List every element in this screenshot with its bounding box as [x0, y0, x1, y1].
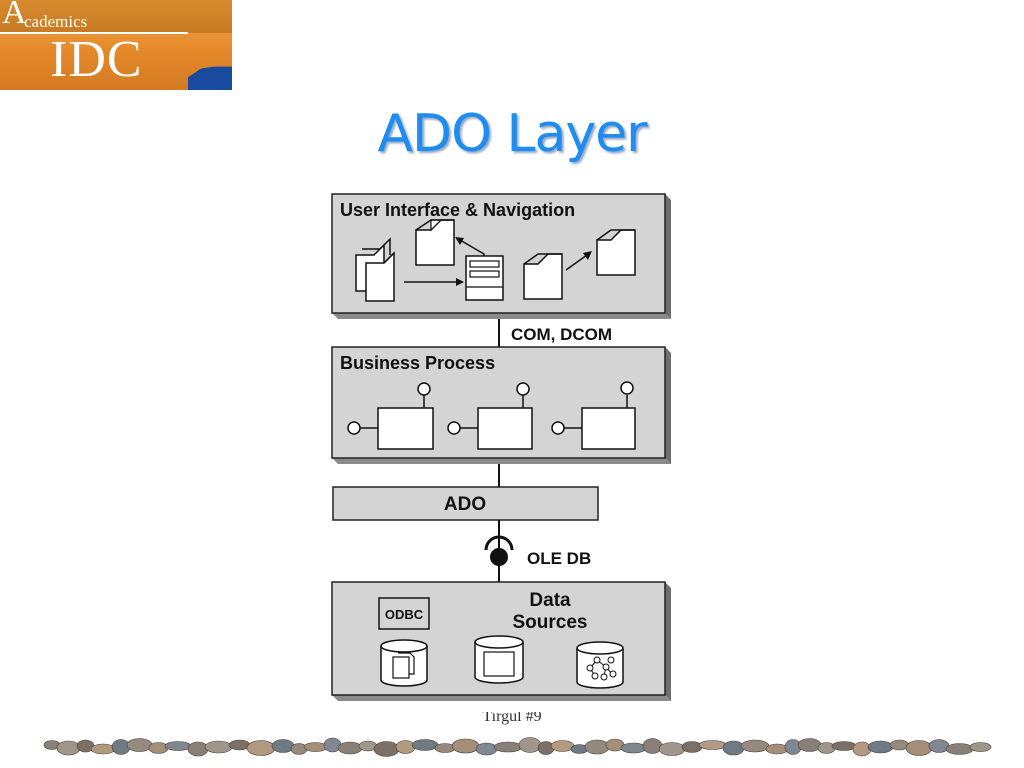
pebble — [817, 742, 836, 754]
oledb-connector — [484, 520, 514, 582]
pebble — [493, 741, 523, 753]
data-sources-label-line1: Data — [529, 590, 571, 611]
pebble — [797, 738, 822, 752]
pebble — [681, 741, 703, 753]
pebble — [373, 741, 400, 757]
pebble — [246, 740, 276, 756]
pebble — [303, 742, 328, 752]
logo-ribbon — [0, 0, 232, 33]
pebble — [969, 742, 992, 752]
document-icon — [415, 219, 455, 266]
pebble — [550, 740, 575, 752]
pebble — [337, 741, 363, 755]
pebble — [658, 742, 686, 756]
arrow-document-to-document — [565, 251, 592, 271]
odbc-box: ODBC — [378, 597, 430, 630]
component-icon-1 — [347, 382, 434, 450]
logo-big-text: IDC — [50, 31, 143, 88]
pebble — [451, 738, 480, 754]
pebble — [867, 740, 894, 754]
pebble — [620, 742, 647, 754]
pebble — [905, 740, 933, 756]
arrow-form-to-document — [455, 237, 485, 256]
pebble — [642, 738, 663, 754]
ui-layer-label: User Interface & Navigation — [340, 200, 575, 220]
ado-layer: ADO — [332, 486, 599, 521]
component-icon-2 — [447, 382, 533, 450]
pebble — [740, 739, 770, 753]
database-cylinder-icon-table — [474, 635, 524, 684]
pebble — [945, 743, 974, 755]
pebble — [722, 740, 745, 756]
ui-layer: User Interface & Navigation — [331, 193, 671, 319]
data-sources-label-line2: Sources — [513, 612, 588, 633]
component-icon-3 — [551, 381, 636, 450]
pebble — [204, 740, 233, 754]
pebble — [698, 740, 727, 750]
pebble — [831, 741, 857, 751]
academics-idc-logo: A cademics IDC — [0, 0, 232, 90]
database-cylinder-icon-network — [576, 641, 624, 689]
business-layer: Business Process — [331, 346, 671, 464]
slide-title: ADO Layer — [377, 104, 647, 164]
arrow-to-form — [404, 278, 464, 286]
pebble — [187, 741, 209, 757]
stacked-documents-icon — [355, 237, 395, 302]
pebble — [518, 737, 542, 753]
pebble — [765, 743, 789, 755]
document-icon-right — [596, 229, 636, 276]
logo-rule — [0, 32, 188, 34]
form-icon — [465, 255, 504, 301]
logo-small-text: cademics — [24, 12, 88, 31]
logo-initial: A — [2, 0, 27, 31]
pebble — [852, 741, 872, 757]
pebble — [164, 741, 192, 751]
pebble — [271, 739, 295, 753]
pebble — [395, 740, 416, 754]
business-layer-label: Business Process — [340, 353, 495, 373]
pebble — [928, 739, 950, 753]
oledb-label: OLE DB — [527, 549, 591, 568]
pebble-border-decoration — [43, 737, 992, 757]
pebble — [56, 740, 81, 756]
pebble — [411, 739, 439, 751]
pebble — [126, 738, 153, 752]
pebble — [90, 743, 116, 755]
document-icon-left — [523, 253, 563, 300]
com-dcom-label: COM, DCOM — [511, 325, 612, 344]
odbc-label: ODBC — [385, 607, 424, 622]
pebble — [475, 742, 498, 756]
database-cylinder-icon-documents — [380, 639, 428, 687]
pebble — [148, 742, 169, 754]
data-sources-layer: Data Sources ODBC — [331, 581, 671, 701]
slide-caption: Tirgul #9 — [482, 708, 542, 725]
ado-layer-label: ADO — [444, 494, 486, 515]
pebble — [584, 739, 610, 755]
